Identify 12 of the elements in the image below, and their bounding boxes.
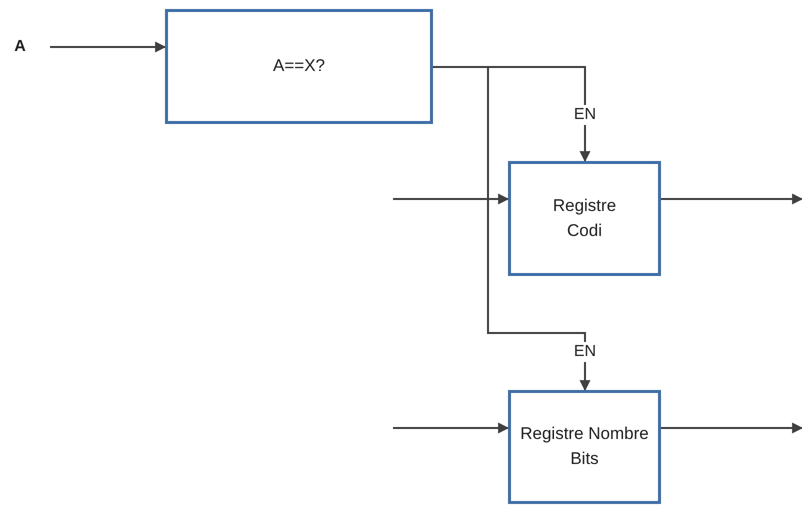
signal-label: A — [14, 37, 26, 58]
process-box — [165, 9, 433, 124]
box-label: Registre Codi — [552, 194, 618, 242]
arrow — [661, 194, 802, 204]
box-label: A==X? — [273, 55, 325, 78]
arrow — [393, 422, 510, 434]
arrow — [661, 422, 802, 434]
arrow — [393, 194, 510, 204]
box-label: Registre Nombre Bits — [520, 423, 650, 470]
process-box — [508, 390, 661, 504]
process-box — [508, 161, 661, 276]
arrow — [50, 42, 166, 52]
